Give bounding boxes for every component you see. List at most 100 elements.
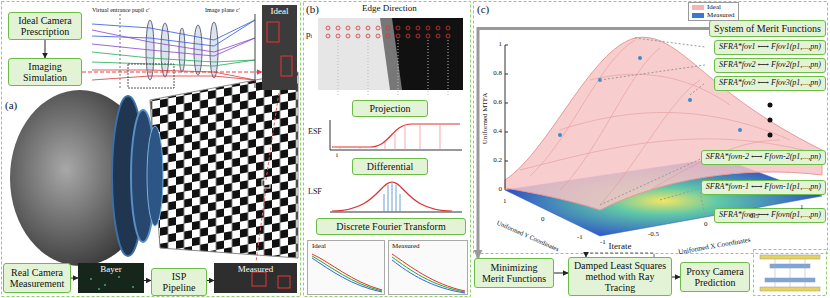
drawing-part	[505, 74, 508, 75]
legend-text: Ideal	[707, 4, 721, 12]
drawing-part	[256, 188, 266, 262]
process-box: Ideal Camera Prescription	[8, 12, 82, 40]
drawing-part	[312, 254, 382, 290]
drawing-part	[406, 34, 410, 38]
drawing-part	[308, 241, 385, 295]
drawing-part	[330, 150, 462, 151]
label: 1	[499, 41, 503, 48]
image-panel: Bayer	[78, 263, 144, 293]
label: i	[336, 152, 338, 159]
drawing-part	[376, 34, 380, 38]
connector	[207, 280, 214, 281]
checkerboard	[150, 72, 298, 258]
node-text: Bayer	[100, 265, 122, 274]
drawing-part	[147, 126, 163, 226]
node-text: Projection	[369, 103, 410, 114]
drawing-part	[376, 26, 380, 30]
node-text: SFRA*fov1 ⟷ Ffov1(p1,...,pn)	[719, 43, 821, 52]
drawing-part	[120, 14, 121, 88]
drawing-part	[262, 5, 297, 90]
process-box: ISP Pipeline	[151, 268, 207, 296]
image-panel: Ideal	[262, 5, 297, 90]
drawing-part	[505, 45, 508, 46]
node-text: Ideal Camera Prescription	[13, 15, 77, 37]
drawing-part	[98, 288, 100, 290]
label: -1	[577, 234, 583, 241]
node-text: Imaging Simulation	[13, 61, 77, 83]
connector	[71, 278, 78, 279]
node-text: ISP Pipeline	[156, 271, 202, 293]
drawing-part	[505, 103, 508, 104]
node-text: SFRA*fovn ⟷ Ffovn(p1,...,pn)	[719, 211, 821, 220]
proxy-lens-stack	[760, 255, 820, 291]
label: 1	[800, 204, 804, 211]
connector	[82, 72, 262, 73]
drawing-part	[92, 52, 255, 62]
image-thumbnails	[78, 5, 297, 293]
drawing-part	[760, 287, 820, 291]
drawing-part	[505, 161, 508, 162]
drawing-part	[768, 118, 773, 123]
label: 0.8	[493, 70, 502, 77]
drawing-part	[10, 90, 150, 266]
label: Edge Direction	[362, 4, 417, 13]
drawing-part	[474, 2, 828, 254]
drawing-part	[104, 284, 106, 286]
drawing-part	[560, 48, 660, 190]
drawing-part	[90, 278, 92, 280]
drawing-part	[389, 241, 468, 295]
drawing-part	[760, 255, 820, 259]
drawing-part	[560, 113, 790, 141]
node-text: Proxy Camera Prediction	[685, 266, 745, 288]
drawing-part	[90, 276, 134, 290]
node-text: SFRA*fovn-2 ⟷ Ffovn-2(p1,...,pn)	[706, 153, 821, 162]
node-text: SFRA*fov2 ⟷ Ffov2(p1,...,pn)	[719, 61, 821, 70]
drawing-part	[262, 180, 270, 188]
process-box: Damped Least Squares method with Ray Tra…	[568, 257, 672, 296]
node-text: SFRA*fov3 ⟷ Ffov3(p1,...,pn)	[719, 79, 821, 88]
drawing-part	[396, 34, 400, 38]
drawing-part	[520, 139, 822, 170]
node-text: Differential	[367, 161, 413, 172]
drawing-part	[405, 126, 406, 150]
drawing-part	[340, 124, 440, 150]
drawing-part	[128, 64, 174, 88]
process-box: SFRA*fovn-1 ⟷ Ffovn-1(p1,...,pn)	[701, 180, 826, 195]
connector	[554, 273, 568, 274]
drawing-part	[768, 103, 773, 138]
node-text: Ideal	[271, 7, 289, 16]
drawing-part	[448, 40, 449, 96]
process-box: SFRA*fov1 ⟷ Ffov1(p1,...,pn)	[714, 40, 826, 55]
legend-swatch	[692, 5, 704, 10]
drawing-part	[255, 14, 256, 88]
drawing-part	[436, 34, 440, 38]
drawing-part	[304, 2, 471, 297]
image-panel: Measured	[214, 263, 297, 293]
drawing-part	[338, 40, 448, 96]
node-text: Measured	[238, 265, 274, 274]
label: 0.5	[750, 213, 759, 220]
drawing-part	[266, 92, 279, 180]
drawing-part	[505, 45, 506, 190]
connector	[478, 29, 709, 259]
drawing-part	[384, 182, 400, 212]
drawing-part	[336, 26, 340, 30]
drawing-part	[214, 263, 297, 293]
node-text: Minimizing Merit Functions	[479, 262, 549, 284]
label: 0.2	[493, 157, 502, 164]
drawing-part	[356, 26, 360, 30]
process-box: SFRA*fovn ⟷ Ffovn(p1,...,pn)	[714, 208, 826, 223]
drawing-part	[738, 128, 742, 132]
drawing-part	[132, 286, 134, 288]
drawing-part	[267, 22, 279, 42]
legend-row: Measured	[692, 12, 735, 20]
drawing-part	[436, 26, 440, 30]
drawing-part	[398, 40, 399, 96]
process-box: Proxy Camera Prediction	[680, 262, 750, 292]
drawing-part	[92, 38, 255, 56]
drawing-part	[416, 26, 420, 30]
connector	[672, 277, 680, 278]
drawing-part	[366, 26, 370, 30]
process-box: Discrete Fourier Transform	[316, 218, 466, 235]
